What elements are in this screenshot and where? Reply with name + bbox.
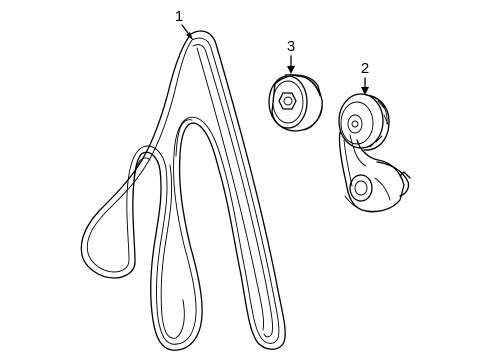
callout-label-2: 2 — [361, 60, 369, 77]
callout-arrowhead-3 — [287, 66, 295, 74]
callout-2: 2 — [361, 60, 369, 95]
belt-tensioner — [338, 93, 411, 213]
serpentine-belt — [80, 30, 286, 351]
callout-1: 1 — [175, 8, 193, 40]
callout-label-3: 3 — [287, 38, 295, 55]
callout-3: 3 — [287, 38, 295, 74]
idler-pulley — [268, 74, 323, 132]
callout-arrowhead-2 — [361, 87, 369, 95]
callout-label-1: 1 — [175, 8, 183, 25]
callout-arrowhead-1 — [186, 32, 193, 40]
